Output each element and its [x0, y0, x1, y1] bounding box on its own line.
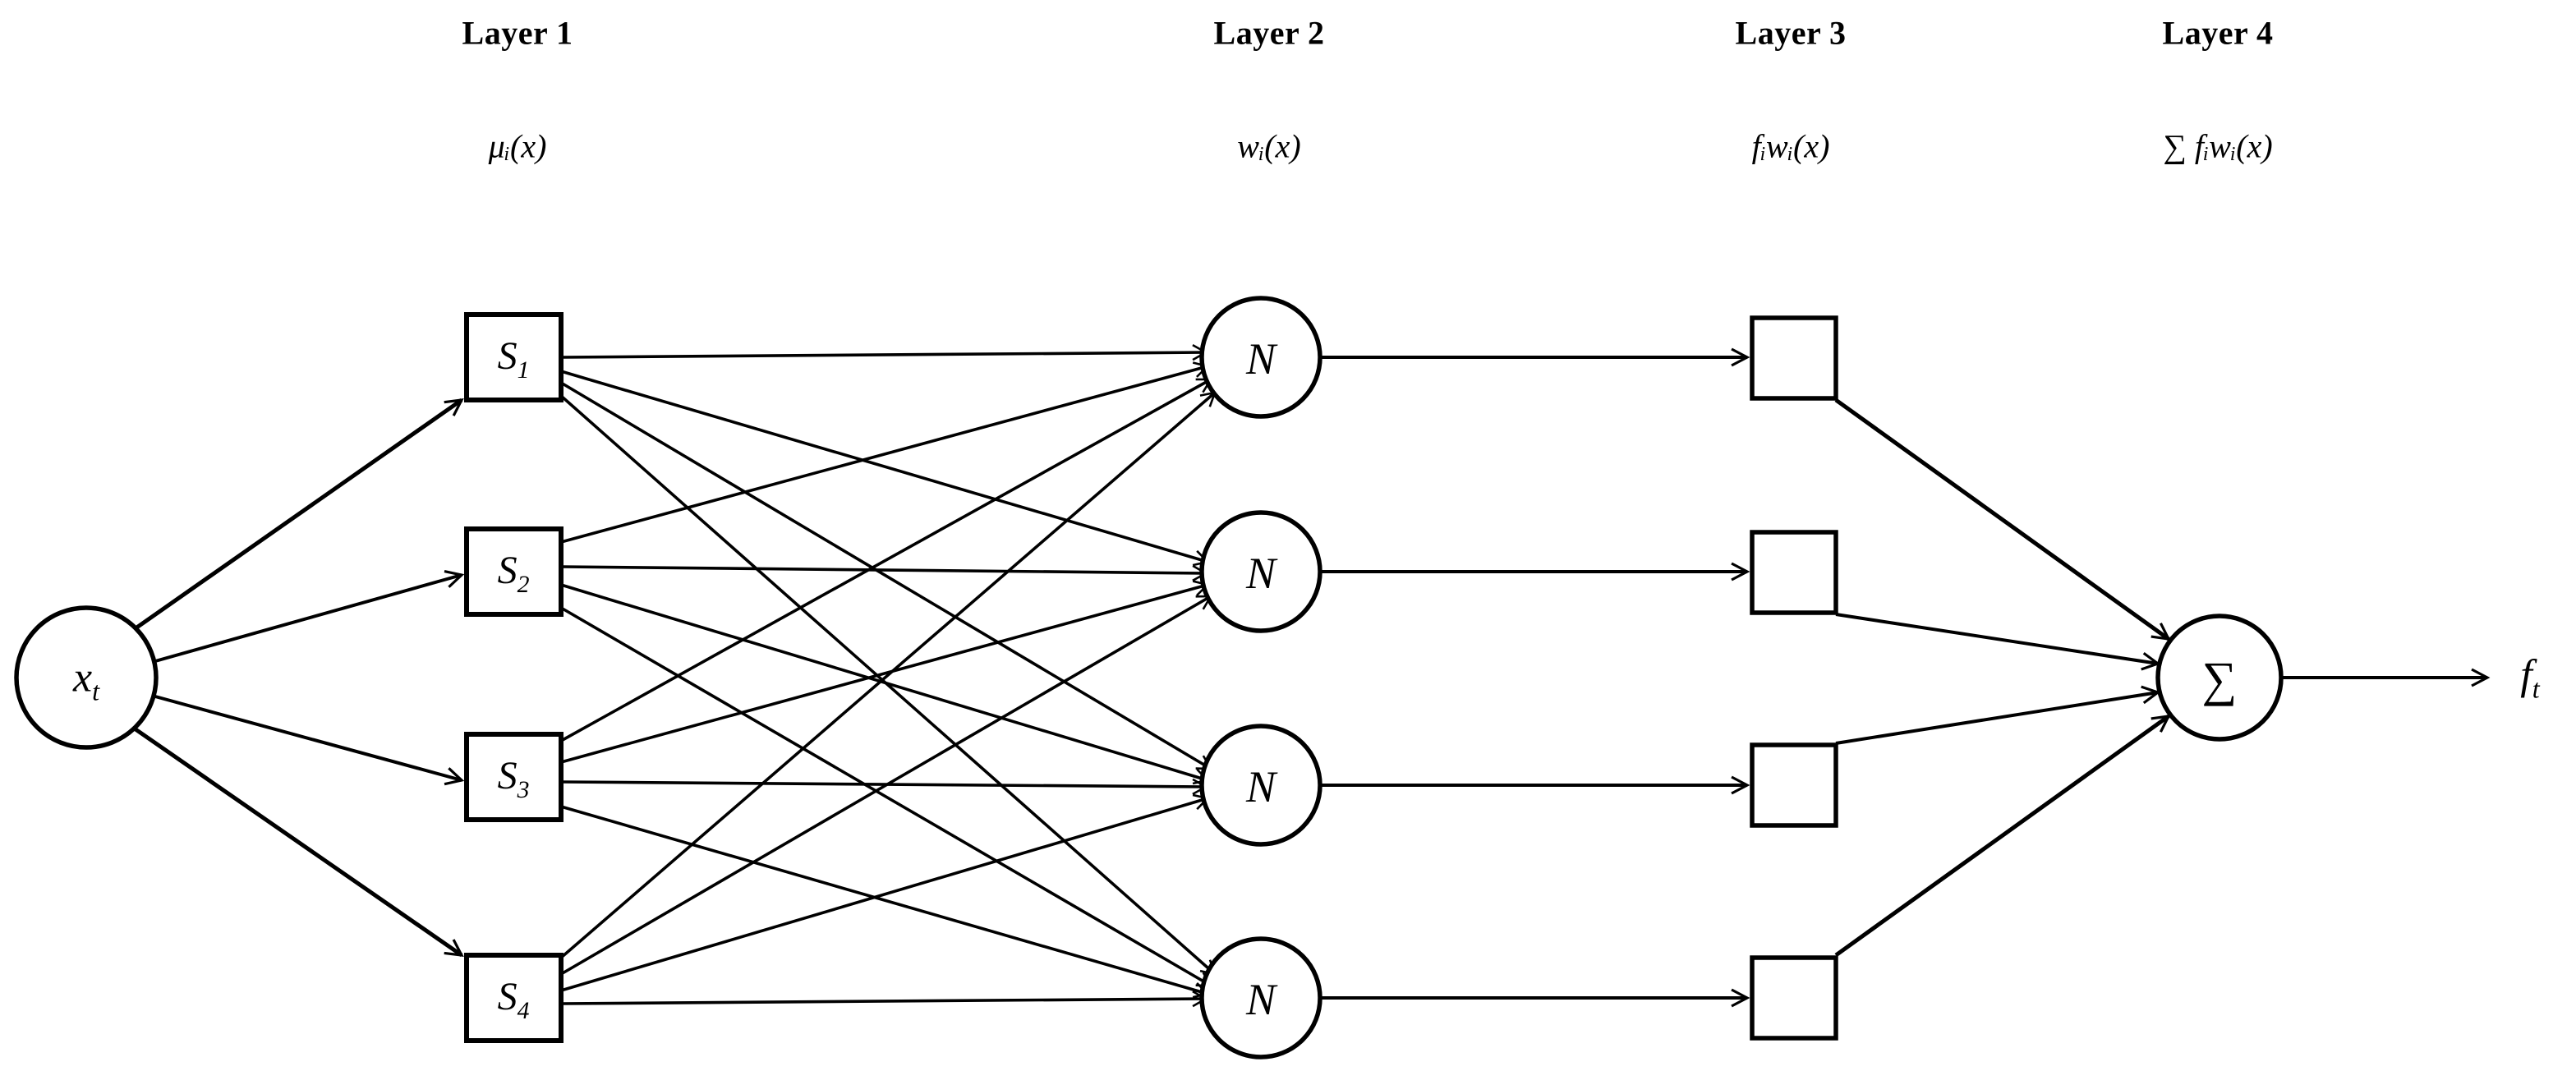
output-label-subscript: t: [2532, 673, 2540, 704]
layer2-nodes: N N N N: [1199, 296, 1322, 1060]
edge-s2-n2: [560, 564, 1208, 581]
edge-input-s4: [134, 727, 464, 958]
edge-f1-sigma: [1834, 398, 2171, 641]
edges-input-to-layer1: [134, 398, 465, 958]
input-node-label-base: x: [72, 654, 93, 701]
input-node[interactable]: [14, 605, 159, 750]
edge-f3-sigma: [1835, 685, 2161, 745]
layer1-nodes: [464, 312, 564, 1043]
layer-1-formula: μᵢ(x): [488, 127, 547, 165]
edge-s2-n1: [560, 361, 1210, 544]
layer1-node-s2[interactable]: [464, 526, 564, 617]
edge-input-s1: [134, 398, 464, 631]
layer-3-formula: fᵢwᵢ(x): [1751, 127, 1830, 165]
layer1-node-s3[interactable]: [464, 732, 564, 822]
edge-s1-n1: [560, 343, 1208, 361]
edges-layer1-to-layer2: [559, 343, 1217, 1008]
edge-f4-sigma: [1834, 714, 2171, 958]
layer-3-title: Layer 3: [1735, 14, 1847, 52]
layer4-node-circle: [2155, 614, 2284, 742]
layer-2-formula: wᵢ(x): [1237, 127, 1301, 165]
layer1-node-s2-label: S2: [498, 548, 530, 599]
edge-s4-n1: [559, 391, 1217, 959]
layer1-node-s1-label-base: S: [497, 334, 518, 379]
layer1-node-s2-label-subscript: 2: [517, 570, 530, 598]
layer1-node-s3-label-subscript: 3: [517, 775, 530, 803]
edges-layer3-to-layer4: [1834, 398, 2171, 958]
edge-input-s2: [154, 569, 465, 663]
layer1-node-s2-label-base: S: [497, 549, 518, 593]
layer1-node-s3-label: S3: [498, 753, 530, 804]
layer2-node-n4-label: N: [1245, 975, 1278, 1024]
layer3-node-1[interactable]: [1750, 315, 1838, 401]
input-node-label-subscript: t: [92, 676, 100, 706]
edge-s2-n4: [560, 606, 1213, 987]
layer2-node-n2-label: N: [1245, 549, 1278, 598]
layer2-node-n4[interactable]: [1199, 936, 1322, 1060]
edges-layer2-to-layer3: [1320, 347, 1750, 1008]
layer2-node-n3-label: N: [1245, 762, 1278, 811]
edge-s4-n2: [560, 595, 1213, 976]
edge-f2-sigma: [1835, 613, 2161, 671]
layer-4-formula: ∑ fᵢwᵢ(x): [2163, 127, 2273, 165]
layer2-node-n1-label: N: [1245, 334, 1278, 384]
layer3-node-3[interactable]: [1750, 742, 1838, 828]
layer3-node-4[interactable]: [1750, 955, 1838, 1041]
edge-s3-n2: [560, 580, 1210, 764]
output-label: ft: [2520, 650, 2539, 704]
layer-1-title: Layer 1: [462, 14, 573, 52]
layer1-node-s4-label-base: S: [497, 975, 518, 1019]
edge-s1-n2: [560, 370, 1210, 567]
layer1-node-s4[interactable]: [464, 953, 564, 1043]
edge-s3-n3: [560, 778, 1208, 796]
layer1-node-s1[interactable]: [464, 312, 564, 402]
layer3-node-2[interactable]: [1750, 530, 1838, 615]
layer2-node-n2[interactable]: [1199, 510, 1322, 633]
layer1-node-s3-label-base: S: [497, 754, 518, 798]
edge-s4-n3: [560, 793, 1210, 992]
edge-s3-n4: [560, 805, 1210, 999]
input-node-label: xt: [73, 653, 99, 706]
layer-4-title: Layer 4: [2162, 14, 2274, 52]
edge-input-s3: [154, 695, 465, 786]
layer3-nodes: [1750, 315, 1838, 1041]
layer2-node-n1[interactable]: [1199, 296, 1322, 419]
layer4-node-label: ∑: [2202, 652, 2238, 706]
edge-s4-n4: [560, 990, 1208, 1008]
layer-2-title: Layer 2: [1213, 14, 1325, 52]
layer1-node-s4-label-subscript: 4: [517, 996, 530, 1024]
layer2-node-n3[interactable]: [1199, 724, 1322, 847]
layer1-node-s1-label-subscript: 1: [517, 356, 530, 384]
edge-s2-n3: [560, 583, 1210, 785]
layer1-node-s1-label: S1: [498, 333, 530, 384]
output-label-base: f: [2520, 651, 2532, 699]
edge-s3-n1: [560, 378, 1213, 742]
input-node-circle: [14, 605, 159, 750]
layer1-node-s4-label: S4: [498, 974, 530, 1025]
layer4-node[interactable]: ∑: [2155, 614, 2284, 742]
edge-s1-n3: [560, 381, 1213, 770]
